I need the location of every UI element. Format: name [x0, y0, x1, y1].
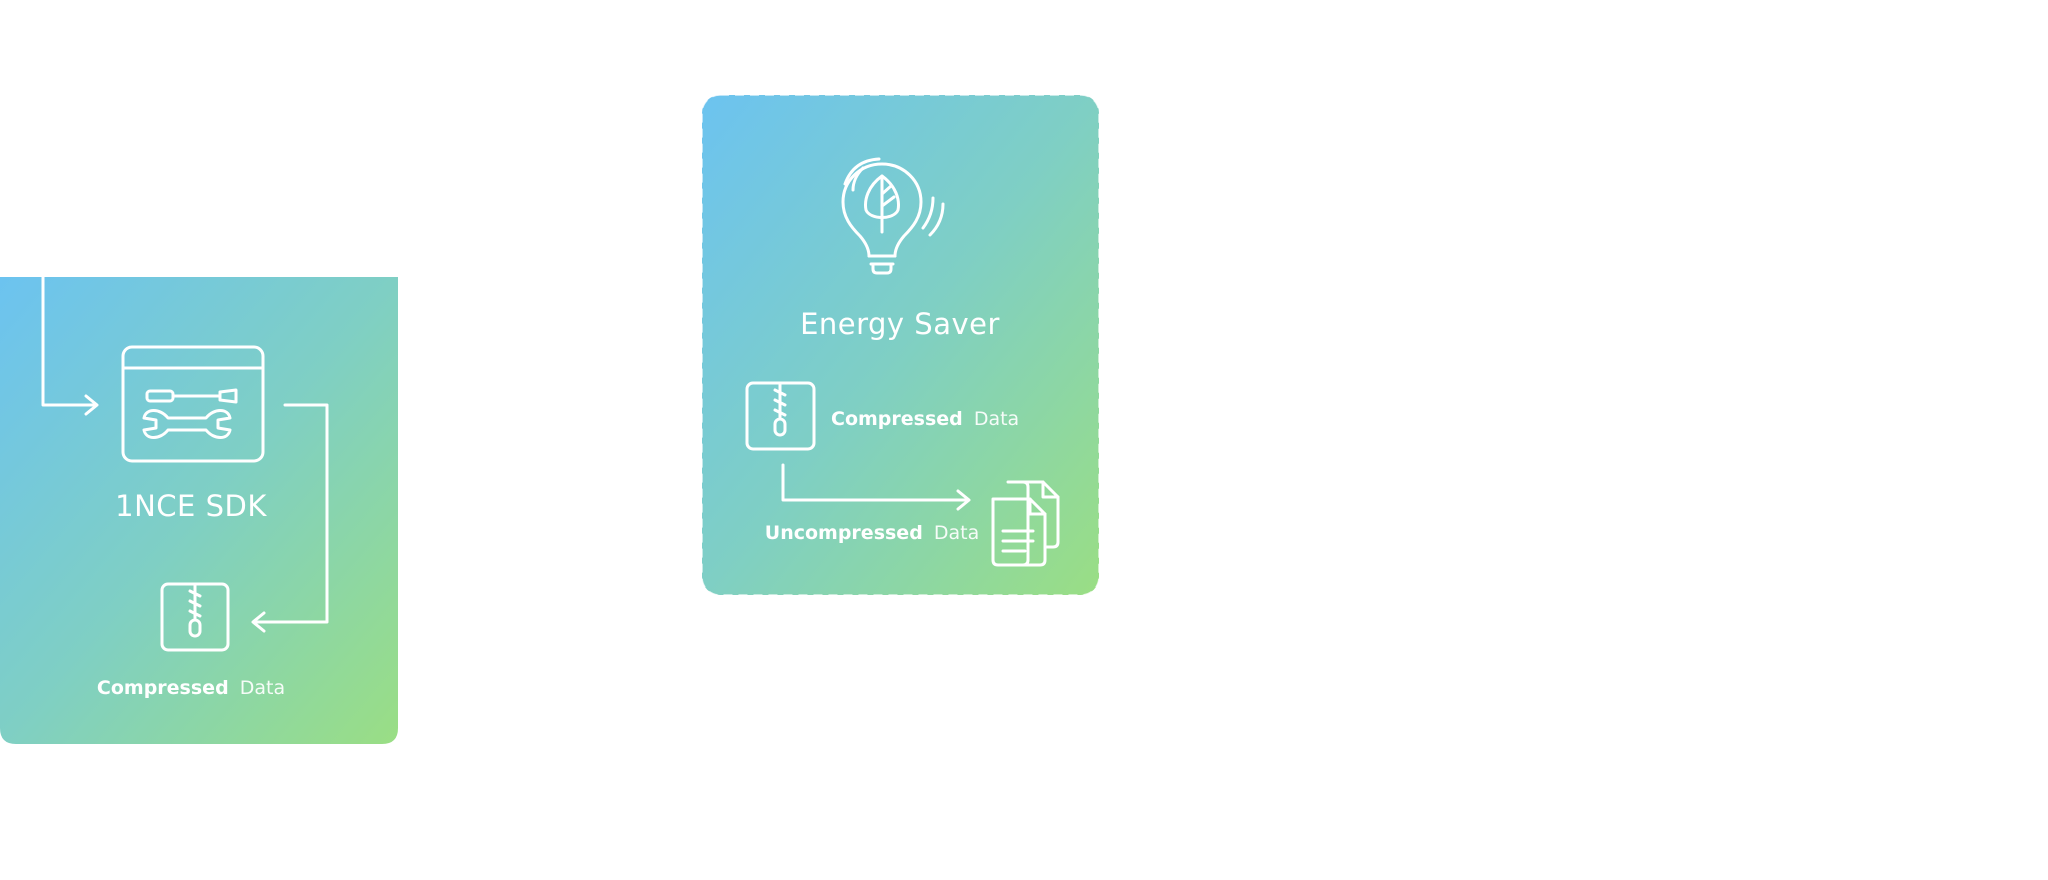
- energy-input-label-strong: Compressed: [831, 408, 963, 430]
- documents-icon: [991, 480, 1060, 567]
- energy-card-background: [701, 94, 1100, 596]
- energy-output-label: Uncompressed Data: [765, 522, 979, 544]
- sdk-output-label-strong: Compressed: [97, 677, 229, 699]
- energy-input-label-light: Data: [974, 408, 1019, 430]
- decompress-arrow: [781, 463, 971, 511]
- sdk-output-arrow: [251, 403, 329, 633]
- sdk-output-label-light: Data: [240, 677, 285, 699]
- zip-file-icon: [745, 381, 816, 451]
- sdk-card: 1NCE SDK Compressed Data: [0, 275, 398, 744]
- energy-saver-card: Energy Saver Compressed Data Uncompresse…: [701, 94, 1100, 596]
- sdk-input-arrow: [41, 275, 99, 416]
- energy-saver-title: Energy Saver: [800, 307, 1000, 341]
- energy-output-label-strong: Uncompressed: [765, 522, 923, 544]
- sdk-title: 1NCE SDK: [115, 489, 267, 523]
- energy-output-label-light: Data: [934, 522, 979, 544]
- tools-window-icon: [121, 345, 265, 463]
- sdk-card-background: [0, 277, 398, 744]
- zip-file-icon: [160, 582, 230, 652]
- eco-lightbulb-icon: [841, 157, 945, 275]
- sdk-output-label: Compressed Data: [97, 677, 285, 699]
- energy-input-label: Compressed Data: [831, 408, 1019, 430]
